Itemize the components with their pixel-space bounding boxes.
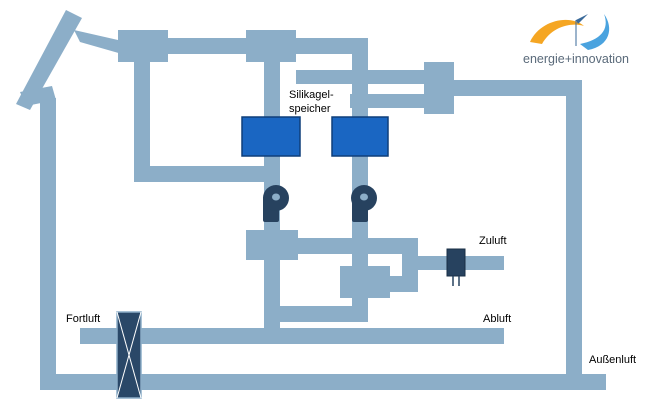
heat-exchanger-fitting <box>424 62 454 114</box>
silica-storage-right <box>331 116 389 157</box>
roof-intake-duct <box>16 10 82 110</box>
right-vertical-duct <box>566 88 582 378</box>
roof-connector-duct <box>74 30 122 54</box>
duct-network <box>16 10 606 390</box>
junction-horizontal <box>296 238 416 254</box>
fan-left-icon <box>263 185 289 222</box>
upper-right-duct-2 <box>350 94 436 108</box>
fan-right-icon <box>351 185 377 222</box>
logo-blade <box>576 14 588 24</box>
silica-gel-storages <box>241 116 389 157</box>
lower-connector <box>264 306 368 322</box>
silica-gel-label-line1: Silikagel- <box>289 89 334 101</box>
junction-box-left <box>246 230 298 260</box>
upper-right-duct-1 <box>296 70 436 84</box>
left-loop-horizontal <box>134 166 280 182</box>
top-duct <box>118 38 368 54</box>
silica-gel-label-line2: speicher <box>289 103 331 115</box>
supply-air-label: Zuluft <box>479 235 507 247</box>
exhaust-air-duct <box>80 328 504 344</box>
logo-orange-swoosh <box>530 19 584 44</box>
outside-air-duct-bottom <box>40 374 606 390</box>
logo-text: energie+innovation <box>523 52 629 66</box>
junction-box-right <box>340 266 390 298</box>
supply-air-heater-icon <box>446 248 466 286</box>
roof-outlet-stub <box>20 86 56 106</box>
logo-blue-swoosh <box>580 14 610 50</box>
silica-storage-left <box>241 116 301 157</box>
outgoing-air-label: Fortluft <box>66 313 100 325</box>
left-vertical-duct <box>40 98 56 390</box>
right-top-duct <box>450 80 582 96</box>
outside-air-label: Außenluft <box>589 354 636 366</box>
left-loop-vertical <box>134 54 150 182</box>
energie-innovation-logo: energie+innovation <box>523 14 629 66</box>
exhaust-air-label: Abluft <box>483 313 511 325</box>
heat-exchanger-icon <box>116 311 142 399</box>
